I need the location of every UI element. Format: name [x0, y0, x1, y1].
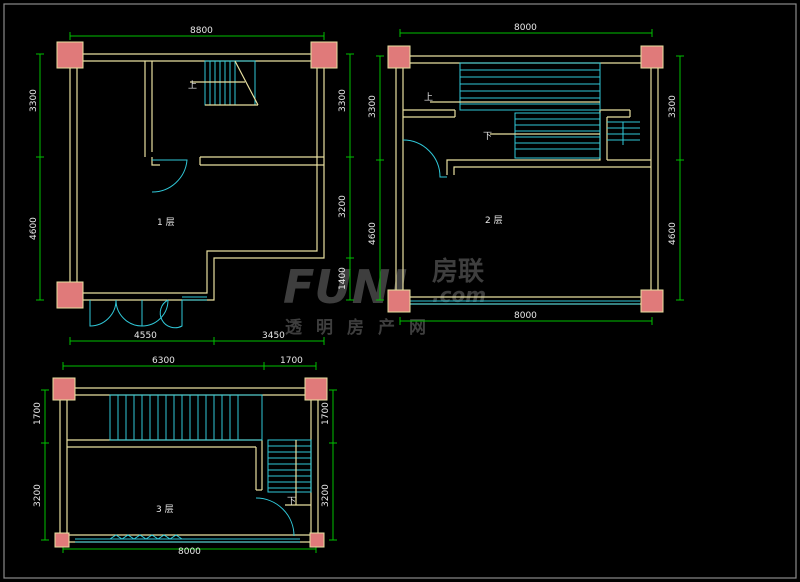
drawing-border	[3, 3, 797, 579]
floor1-dim-left-upper: 3300	[29, 89, 39, 112]
floor1-dim-bottom-right: 3450	[262, 331, 285, 341]
floor1-dim-left-lower: 4600	[29, 217, 39, 240]
floor3-column	[54, 532, 70, 548]
floor2-label: 2 层	[485, 215, 503, 226]
floor2-stair-up: 上	[424, 92, 433, 103]
floor2-column	[640, 45, 664, 69]
floor1-dim-right-mid: 3200	[338, 195, 348, 218]
floor2-dim-left-lower: 4600	[368, 222, 378, 245]
floor3-dim-right-lower: 3200	[321, 484, 331, 507]
floor2-dim-bottom: 8000	[514, 311, 537, 321]
floor3-column	[52, 377, 76, 401]
watermark-cn: 房联	[432, 257, 484, 287]
floor2-dim-right-lower: 4600	[668, 222, 678, 245]
floor1-column	[56, 41, 84, 69]
floor3-column	[304, 377, 328, 401]
floor3-dim-left-upper: 1700	[33, 402, 43, 425]
floor3-dim-top-left: 6300	[152, 356, 175, 366]
floor1-dim-right-lower: 1400	[338, 267, 348, 290]
floor2-column	[640, 289, 664, 313]
floor2-dim-right-upper: 3300	[668, 95, 678, 118]
floor1-label: 1 层	[157, 217, 175, 228]
floor1-column	[56, 281, 84, 309]
floor1-column	[310, 41, 338, 69]
floor2-dim-left-upper: 3300	[368, 95, 378, 118]
floor1-stair-up: 上	[188, 80, 197, 91]
floor2-column	[387, 289, 411, 313]
floor3-dim-bottom: 8000	[178, 547, 201, 557]
floor2-plan: 8000 3300 4600 3300 4600 8000	[368, 23, 684, 325]
floor1-dim-top: 8800	[190, 26, 213, 36]
floor1-dim-right-upper: 3300	[338, 89, 348, 112]
watermark-subtitle: 透明房产网	[285, 317, 440, 338]
watermark: FUNI 房联 .com 透明房产网	[283, 257, 486, 338]
floor3-dim-right-upper: 1700	[321, 402, 331, 425]
floor1-dim-bottom-left: 4550	[134, 331, 157, 341]
floor2-stair-down: 下	[483, 132, 492, 142]
floor3-dim-top-right: 1700	[280, 356, 303, 366]
floor3-label: 3 层	[156, 504, 174, 515]
floor3-column	[309, 532, 325, 548]
floor1-plan: 8800 3300 4600 3300 3200 1400 4550 3450	[29, 26, 354, 345]
watermark-com: .com	[432, 283, 486, 307]
floor3-plan: 6300 1700 1700 3200 1700 3200 8000	[33, 356, 337, 557]
watermark-brand: FUNI	[283, 260, 407, 314]
floor2-column	[387, 45, 411, 69]
floor3-dim-left-lower: 3200	[33, 484, 43, 507]
floor3-stair-down: 下	[287, 497, 296, 507]
floor2-dim-top: 8000	[514, 23, 537, 33]
